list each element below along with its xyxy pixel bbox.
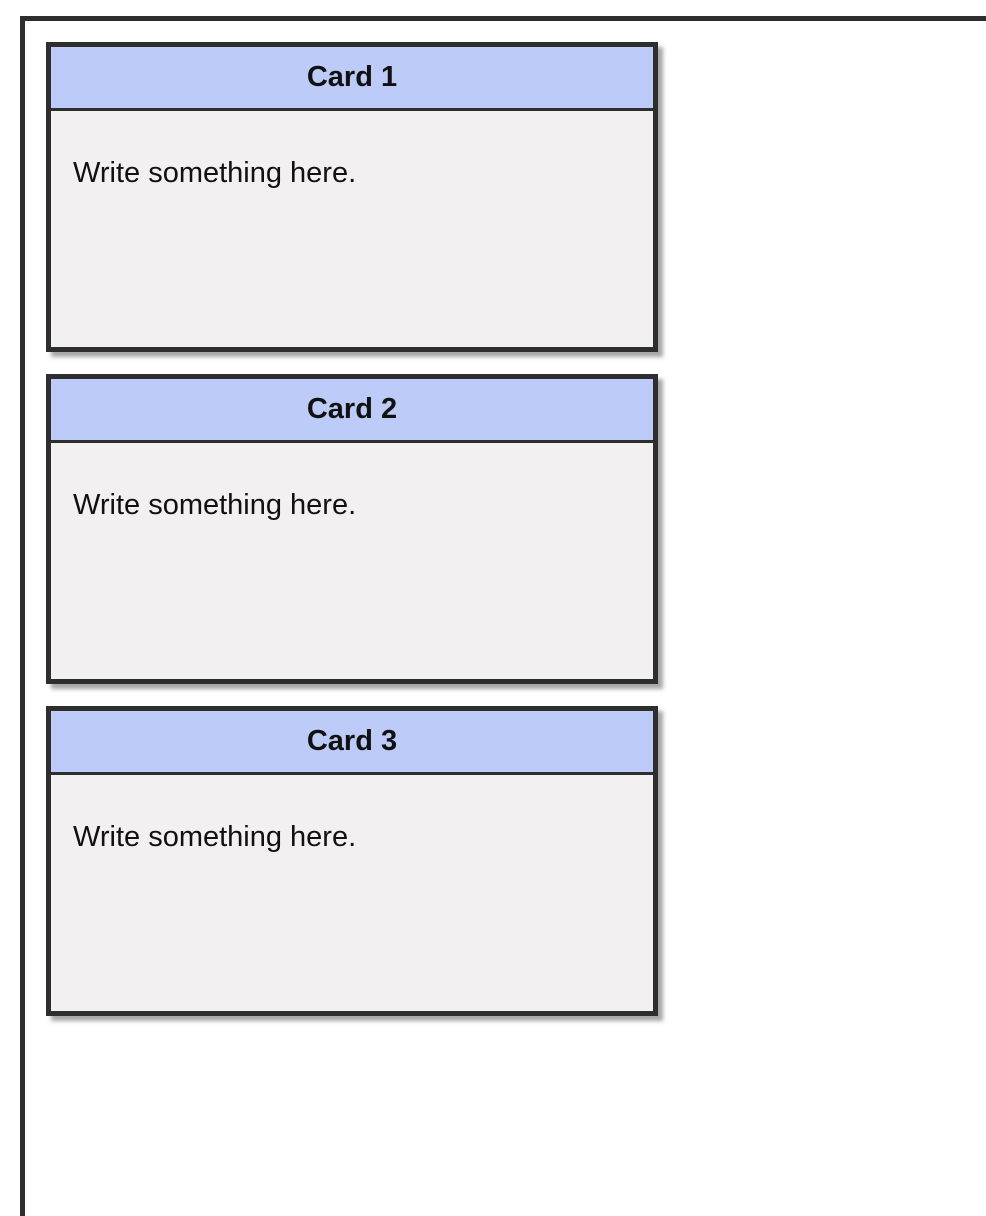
card-title: Card 1	[51, 47, 653, 111]
card-list: Card 1 Write something here. Card 2 Writ…	[46, 42, 658, 1038]
card-2: Card 2 Write something here.	[46, 374, 658, 684]
card-text[interactable]: Write something here.	[73, 821, 357, 853]
card-title: Card 3	[51, 711, 653, 775]
card-1: Card 1 Write something here.	[46, 42, 658, 352]
card-text[interactable]: Write something here.	[73, 157, 357, 189]
card-text[interactable]: Write something here.	[73, 489, 357, 521]
card-title: Card 2	[51, 379, 653, 443]
page-frame	[20, 16, 986, 1216]
card-3: Card 3 Write something here.	[46, 706, 658, 1016]
